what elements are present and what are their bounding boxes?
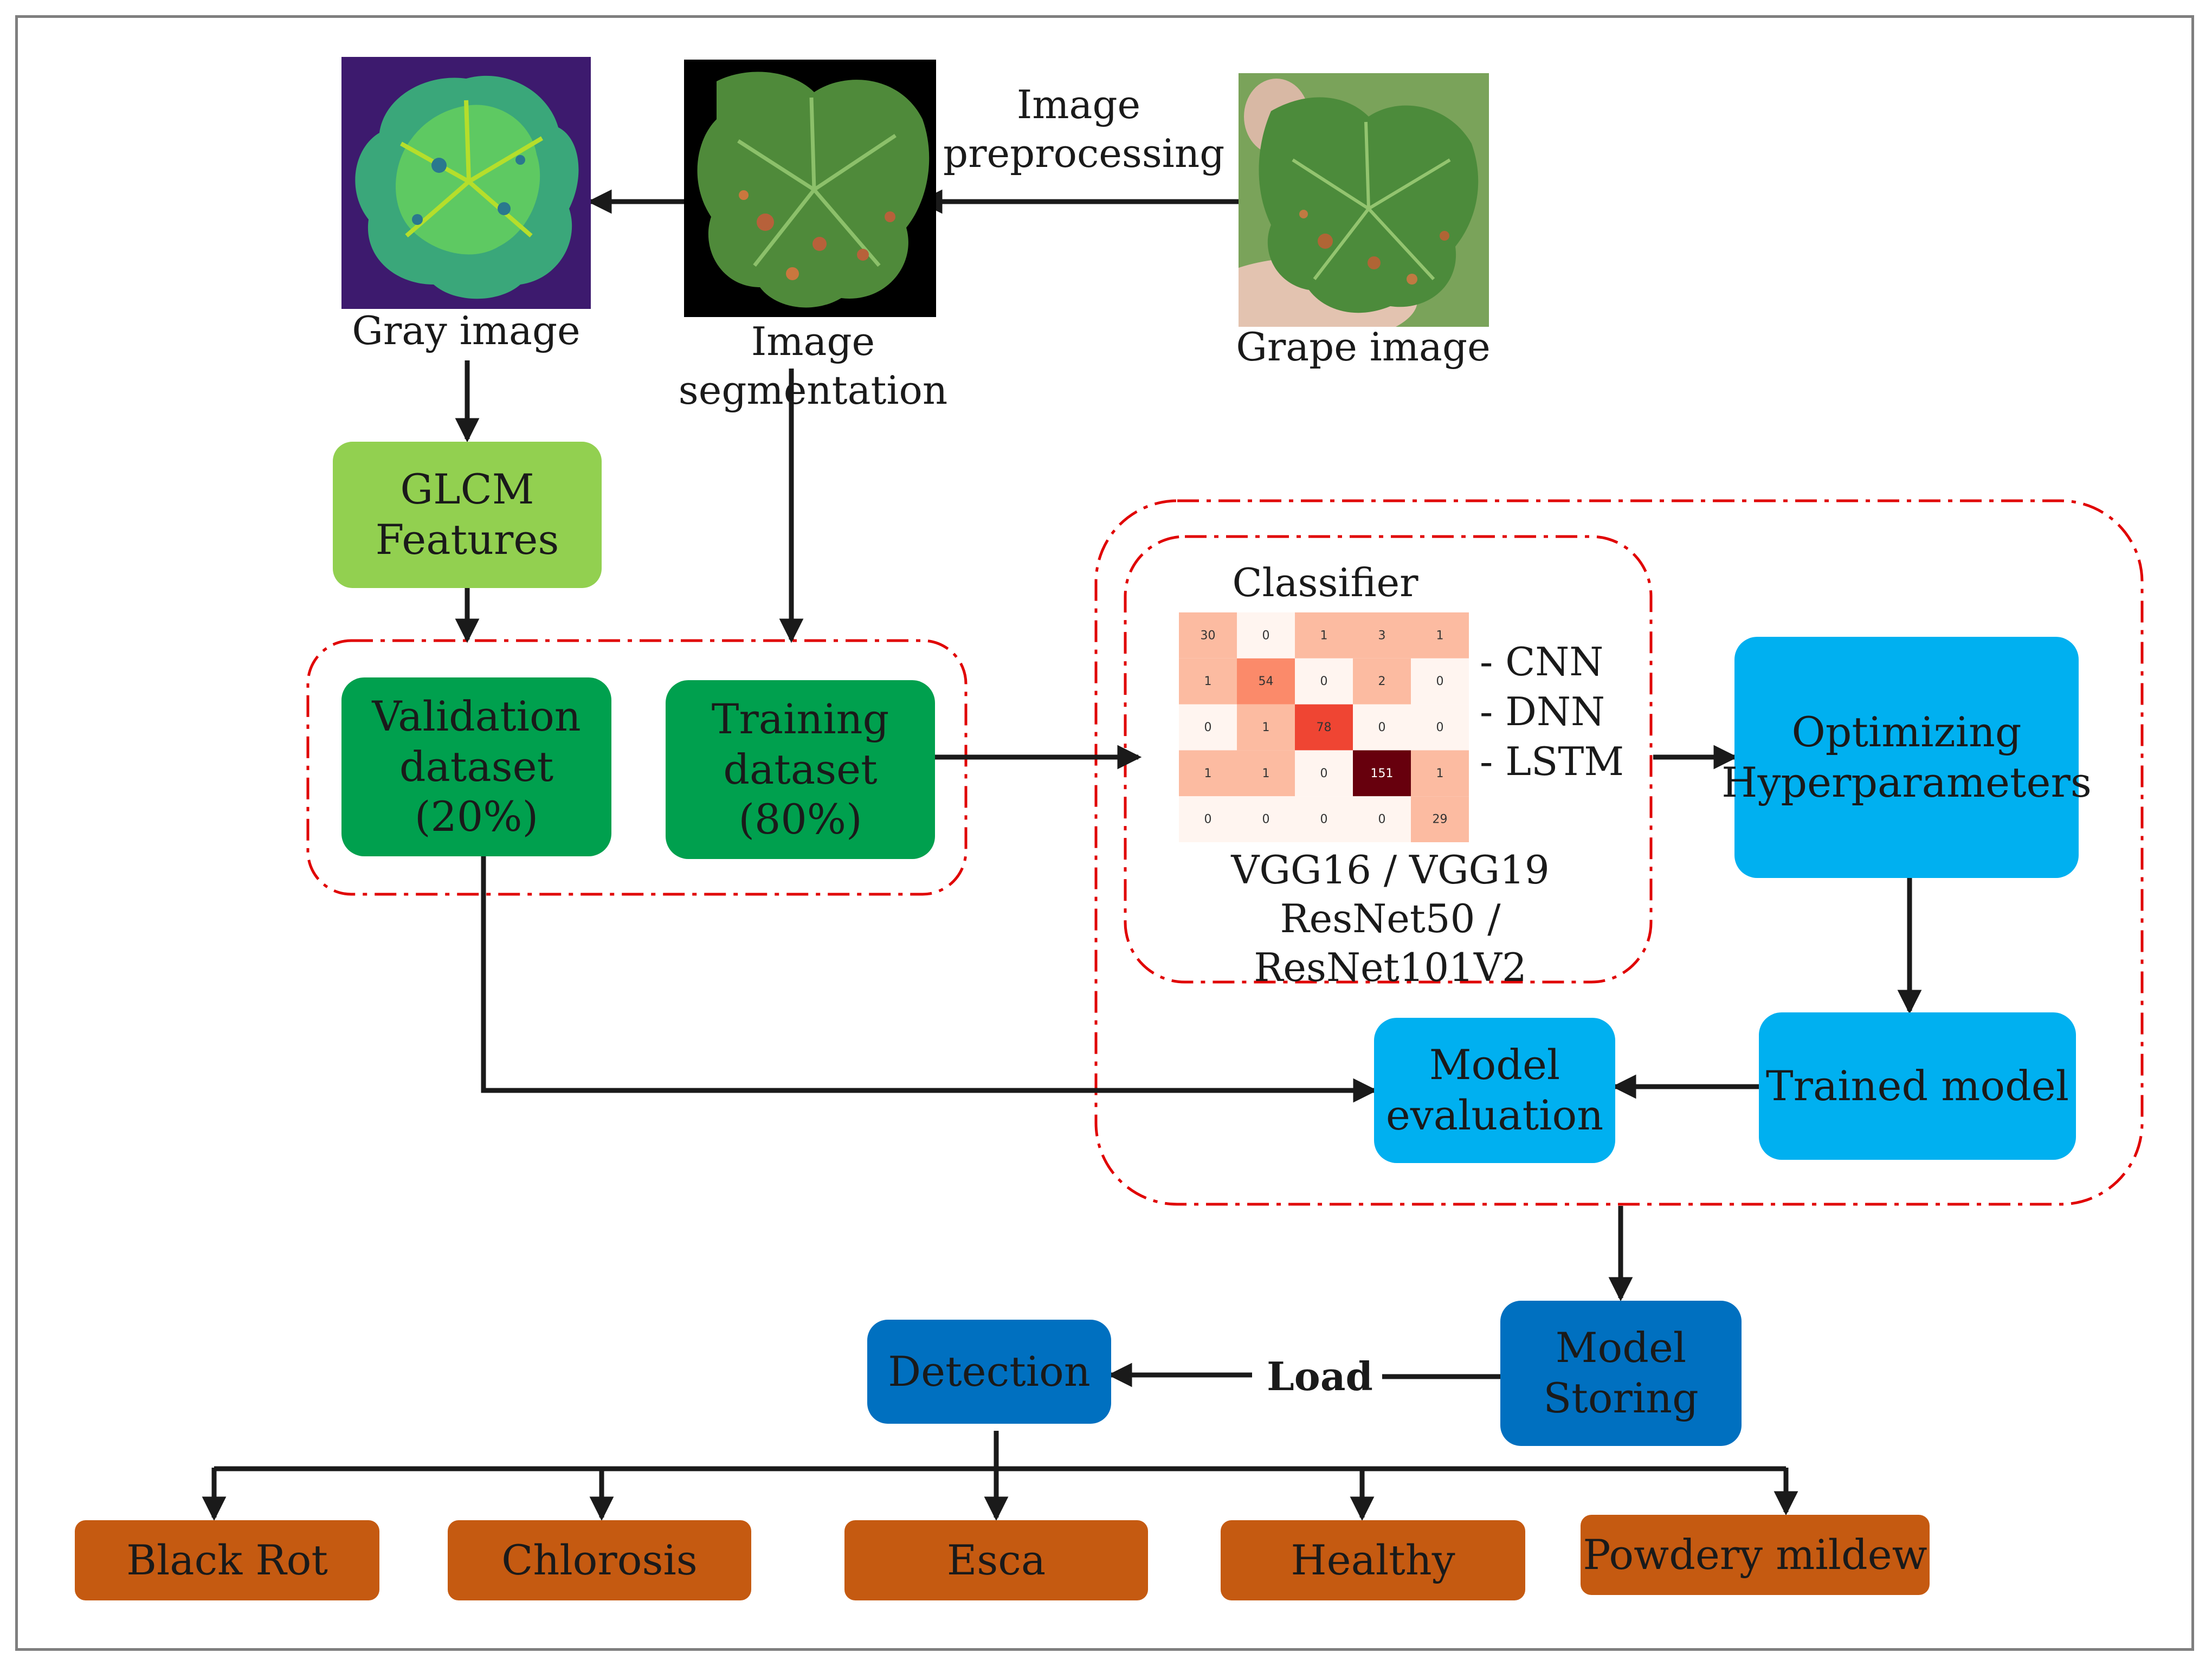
confusion-cell-value: 0 [1378, 813, 1386, 826]
confusion-cell [1237, 704, 1295, 751]
confusion-cell-value: 78 [1317, 721, 1332, 734]
confusion-cell-value: 1 [1262, 767, 1270, 780]
training-dataset-box: Training dataset (80%) [666, 680, 935, 859]
confusion-cell-value: 0 [1262, 629, 1270, 642]
confusion-cell-value: 0 [1204, 721, 1212, 734]
class-esca: Esca [844, 1520, 1148, 1600]
load-label: Load [1267, 1353, 1373, 1399]
validation-dataset-box: Validation dataset (20%) [341, 677, 611, 856]
confusion-cell-value: 1 [1204, 767, 1212, 780]
glcm-features-box: GLCM Features [333, 442, 602, 588]
confusion-cell [1295, 750, 1353, 797]
confusion-cell [1295, 612, 1353, 658]
confusion-cell-value: 1 [1436, 629, 1444, 642]
confusion-cell [1353, 704, 1411, 751]
figure-border [15, 15, 2194, 1651]
dataset-group-outline [306, 639, 968, 896]
image-preprocessing-label: Image preprocessing [943, 82, 1225, 176]
class-healthy: Healthy [1221, 1520, 1525, 1600]
confusion-cell-value: 3 [1378, 629, 1386, 642]
trained-model-box: Trained model [1759, 1012, 2076, 1160]
confusion-cell [1237, 750, 1295, 797]
confusion-cell [1179, 704, 1237, 751]
class-powdery-mildew: Powdery mildew [1581, 1515, 1930, 1595]
optimizing-hyperparameters-box: Optimizing Hyperparameters [1721, 637, 2092, 878]
arrow-validation-to-evaluation [481, 856, 1378, 1103]
confusion-matrix: 30 0 1 3 1 1 54 0 2 0 0 1 78 0 0 1 1 0 151 1 0 0 0 0 29 [1179, 612, 1469, 842]
confusion-cell-value: 1 [1262, 721, 1270, 734]
grape-image-label: Grape image [1236, 324, 1491, 370]
gray-image-picture [341, 57, 591, 309]
confusion-cell-value: 1 [1320, 629, 1328, 642]
confusion-cell [1353, 796, 1411, 842]
confusion-cell [1237, 612, 1295, 658]
confusion-cell-value: 54 [1259, 675, 1274, 688]
confusion-cell [1179, 796, 1237, 842]
confusion-cell [1411, 658, 1469, 705]
confusion-cell-value: 0 [1320, 813, 1328, 826]
training-group-outline [1094, 499, 2144, 1206]
image-segmentation-label: Image segmentation [678, 319, 948, 413]
confusion-cell [1179, 612, 1237, 658]
confusion-cell-value: 0 [1436, 675, 1444, 688]
confusion-cell [1411, 796, 1469, 842]
confusion-cell-value: 151 [1371, 767, 1394, 780]
model-lstm-label: - LSTM [1480, 739, 1624, 784]
confusion-cell [1411, 704, 1469, 751]
classifier-label: Classifier [1232, 560, 1418, 605]
confusion-cell-value: 0 [1204, 813, 1212, 826]
confusion-cell-value: 0 [1436, 721, 1444, 734]
models-list: - CNN - DNN - LSTM [1480, 637, 1642, 786]
confusion-cell [1237, 658, 1295, 705]
model-cnn-label: - CNN [1480, 639, 1604, 685]
confusion-cell [1179, 658, 1237, 705]
confusion-cell [1353, 750, 1411, 797]
confusion-cell [1353, 612, 1411, 658]
confusion-cell [1411, 612, 1469, 658]
confusion-cell-value: 1 [1436, 767, 1444, 780]
confusion-cell [1237, 796, 1295, 842]
grape-image-picture [1239, 73, 1489, 327]
model-evaluation-box: Model evaluation [1374, 1018, 1615, 1163]
confusion-cell [1295, 796, 1353, 842]
confusion-cell [1411, 750, 1469, 797]
confusion-cell-value: 29 [1433, 813, 1448, 826]
model-storing-box: Model Storing [1500, 1301, 1742, 1446]
confusion-cell-value: 0 [1262, 813, 1270, 826]
segmented-image-picture [684, 60, 936, 317]
confusion-cell [1179, 750, 1237, 797]
confusion-cell-value: 1 [1204, 675, 1212, 688]
detection-box: Detection [867, 1320, 1111, 1424]
confusion-cell-value: 0 [1320, 675, 1328, 688]
confusion-cell-value: 0 [1320, 767, 1328, 780]
class-black-rot: Black Rot [75, 1520, 379, 1600]
confusion-cell-value: 0 [1378, 721, 1386, 734]
confusion-cell-value: 30 [1201, 629, 1216, 642]
confusion-cell-value: 2 [1378, 675, 1386, 688]
confusion-cell [1295, 658, 1353, 705]
confusion-cell [1353, 658, 1411, 705]
confusion-cell [1295, 704, 1353, 751]
backbones-line1: VGG16 / VGG19 [1231, 847, 1550, 893]
class-chlorosis: Chlorosis [448, 1520, 751, 1600]
backbones-line2: ResNet50 / ResNet101V2 [1254, 896, 1527, 990]
gray-image-label: Gray image [352, 308, 581, 353]
model-dnn-label: - DNN [1480, 689, 1605, 734]
